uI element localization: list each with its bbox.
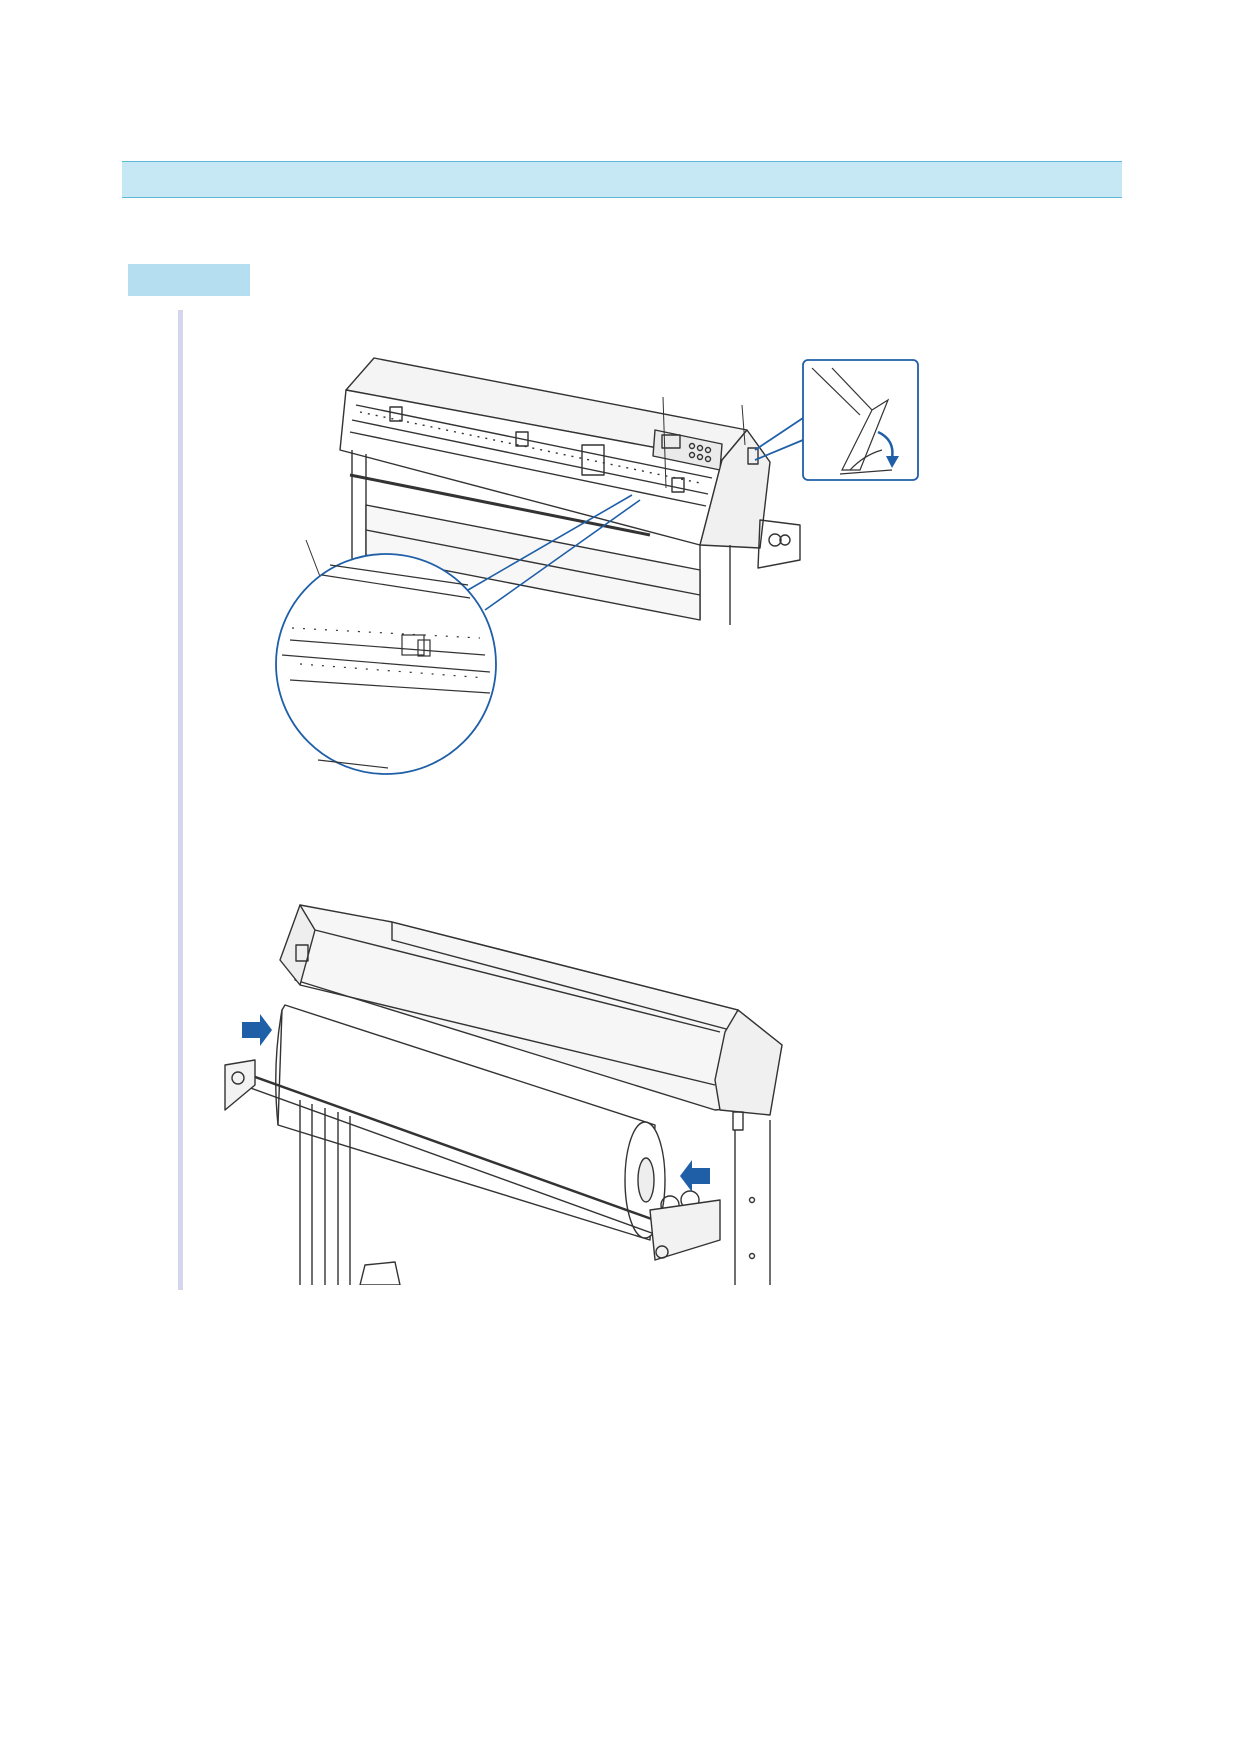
insert-arrow-left xyxy=(242,1014,272,1046)
plotter-rear-figure xyxy=(224,904,783,1285)
plotter-front-figure xyxy=(275,357,919,775)
step-indent-rule xyxy=(178,310,183,1290)
step-tab xyxy=(128,264,250,296)
section-header-bar xyxy=(122,161,1122,198)
insert-arrow-right xyxy=(680,1160,710,1192)
